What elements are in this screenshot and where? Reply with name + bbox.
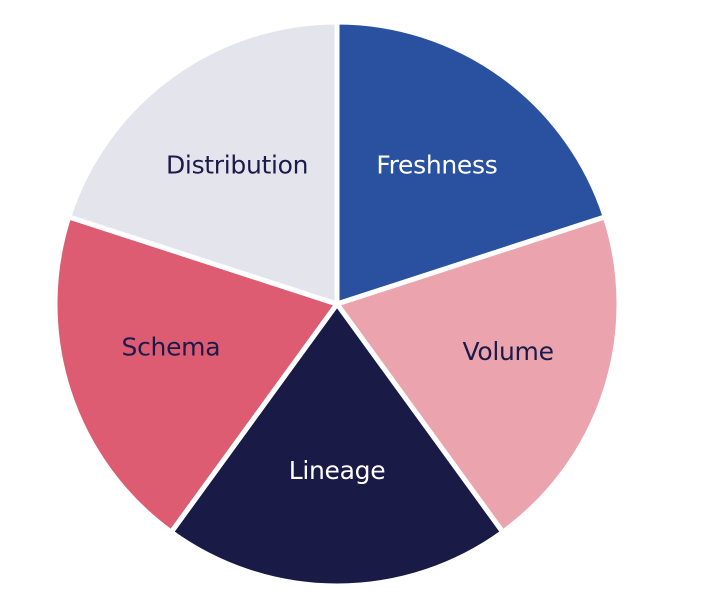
segment-lineage	[168, 301, 506, 589]
segment-schema	[52, 214, 340, 535]
segment-label-freshness: Freshness	[376, 151, 497, 180]
segment-freshness	[334, 19, 608, 307]
segment-label-lineage: Lineage	[289, 456, 386, 485]
segment-distribution	[66, 19, 340, 307]
segment-label-distribution: Distribution	[166, 151, 308, 180]
segment-label-schema: Schema	[122, 333, 221, 362]
segment-label-volume: Volume	[463, 337, 554, 366]
segment-volume	[334, 214, 622, 535]
